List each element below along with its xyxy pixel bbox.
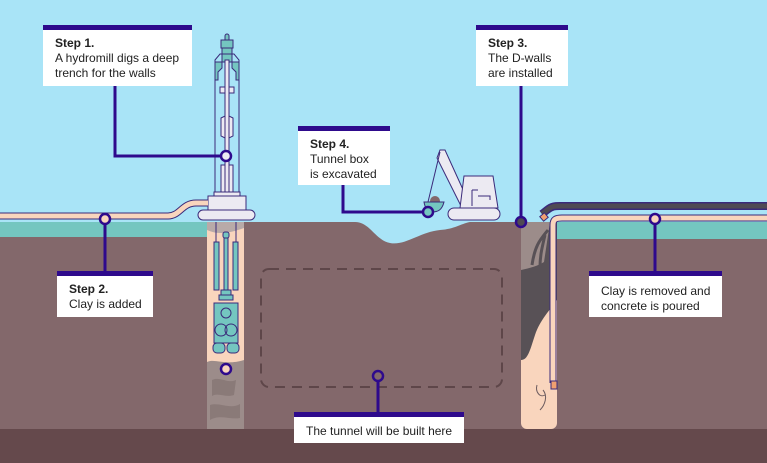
grass-right — [557, 222, 767, 239]
callout-text: are installed — [488, 66, 553, 80]
hydromill-cutter — [212, 222, 240, 354]
tunnel-outline — [260, 268, 503, 388]
dot-tunnel — [371, 369, 385, 383]
leader-step1 — [113, 85, 222, 158]
callout-step-label: Step 4. — [310, 137, 350, 151]
callout-text: Clay is removed and — [601, 284, 711, 298]
callout-text: is excavated — [310, 167, 377, 181]
excavator — [423, 149, 501, 221]
dot-step4 — [421, 205, 435, 219]
dot-clay-removed — [648, 212, 662, 226]
hydromill-rig — [197, 33, 256, 221]
callout-step-label: Step 2. — [69, 282, 109, 296]
dot-step1 — [219, 149, 233, 163]
dot-step2-top — [98, 212, 112, 226]
leader-step4 — [341, 183, 424, 214]
callout-text: The D-walls — [488, 51, 552, 65]
dot-step3 — [514, 215, 528, 229]
callout-step1: Step 1. A hydromill digs a deep trench f… — [43, 25, 192, 86]
callout-text: The tunnel will be built here — [306, 424, 453, 438]
callout-text: A hydromill digs a deep — [55, 51, 180, 65]
dot-step2-bottom — [219, 362, 233, 376]
callout-step3: Step 3. The D-walls are installed — [476, 25, 568, 86]
callout-text: concrete is poured — [601, 299, 700, 313]
d-wall-trench-concrete — [521, 222, 557, 429]
callout-text: Clay is added — [69, 297, 142, 311]
callout-text: trench for the walls — [55, 66, 156, 80]
callout-tunnel: The tunnel will be built here — [294, 412, 464, 443]
callout-text: Tunnel box — [310, 152, 369, 166]
ground — [0, 222, 767, 463]
callout-clay-removed: Clay is removed and concrete is poured — [589, 271, 722, 317]
callout-step-label: Step 3. — [488, 36, 528, 50]
leader-lines — [103, 85, 657, 413]
callout-step-label: Step 1. — [55, 36, 95, 50]
callout-step2: Step 2. Clay is added — [57, 271, 153, 317]
connection-dots — [98, 149, 662, 383]
callout-step4: Step 4. Tunnel box is excavated — [298, 126, 390, 185]
